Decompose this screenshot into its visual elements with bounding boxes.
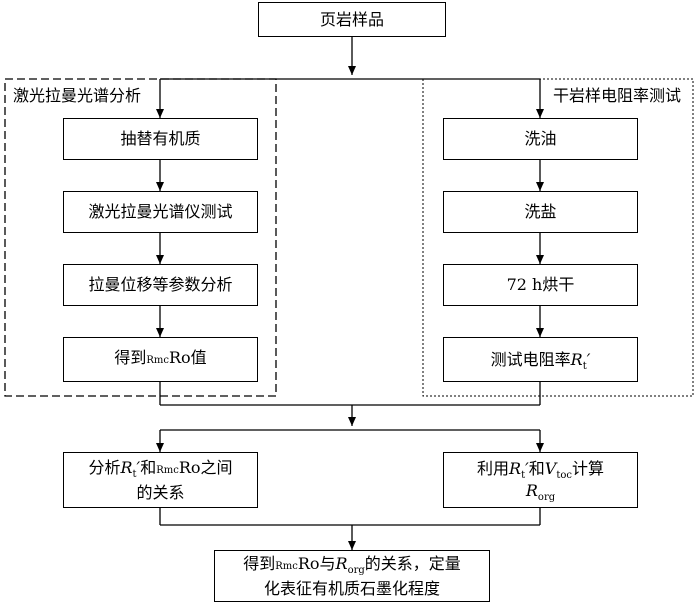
left-step-box: 激光拉曼光谱仪测试 [63, 191, 258, 233]
right-step-box: 洗油 [443, 118, 638, 160]
left-group-frame [4, 78, 277, 397]
shale-sample-box: 页岩样品 [258, 2, 446, 37]
right-result-box: 测试电阻率Rt′ [443, 337, 638, 382]
right-group-title: 干岩样电阻率测试 [550, 86, 685, 106]
right-step-box: 72 h烘干 [443, 264, 638, 306]
left-result-box: 得到RmcRo值 [63, 337, 258, 382]
analysis-right-box: 利用Rt′和Vtoc计算 Rorg [443, 452, 638, 508]
left-group-title: 激光拉曼光谱分析 [10, 86, 145, 106]
left-step-box: 抽替有机质 [63, 118, 258, 160]
right-group-frame [422, 78, 694, 397]
analysis-left-box: 分析Rt′和RmcRo之间 的关系 [63, 452, 258, 508]
final-box: 得到RmcRo与Rorg的关系，定量 化表征有机质石墨化程度 [214, 550, 490, 602]
right-step-box: 洗盐 [443, 191, 638, 233]
left-step-box: 拉曼位移等参数分析 [63, 264, 258, 306]
